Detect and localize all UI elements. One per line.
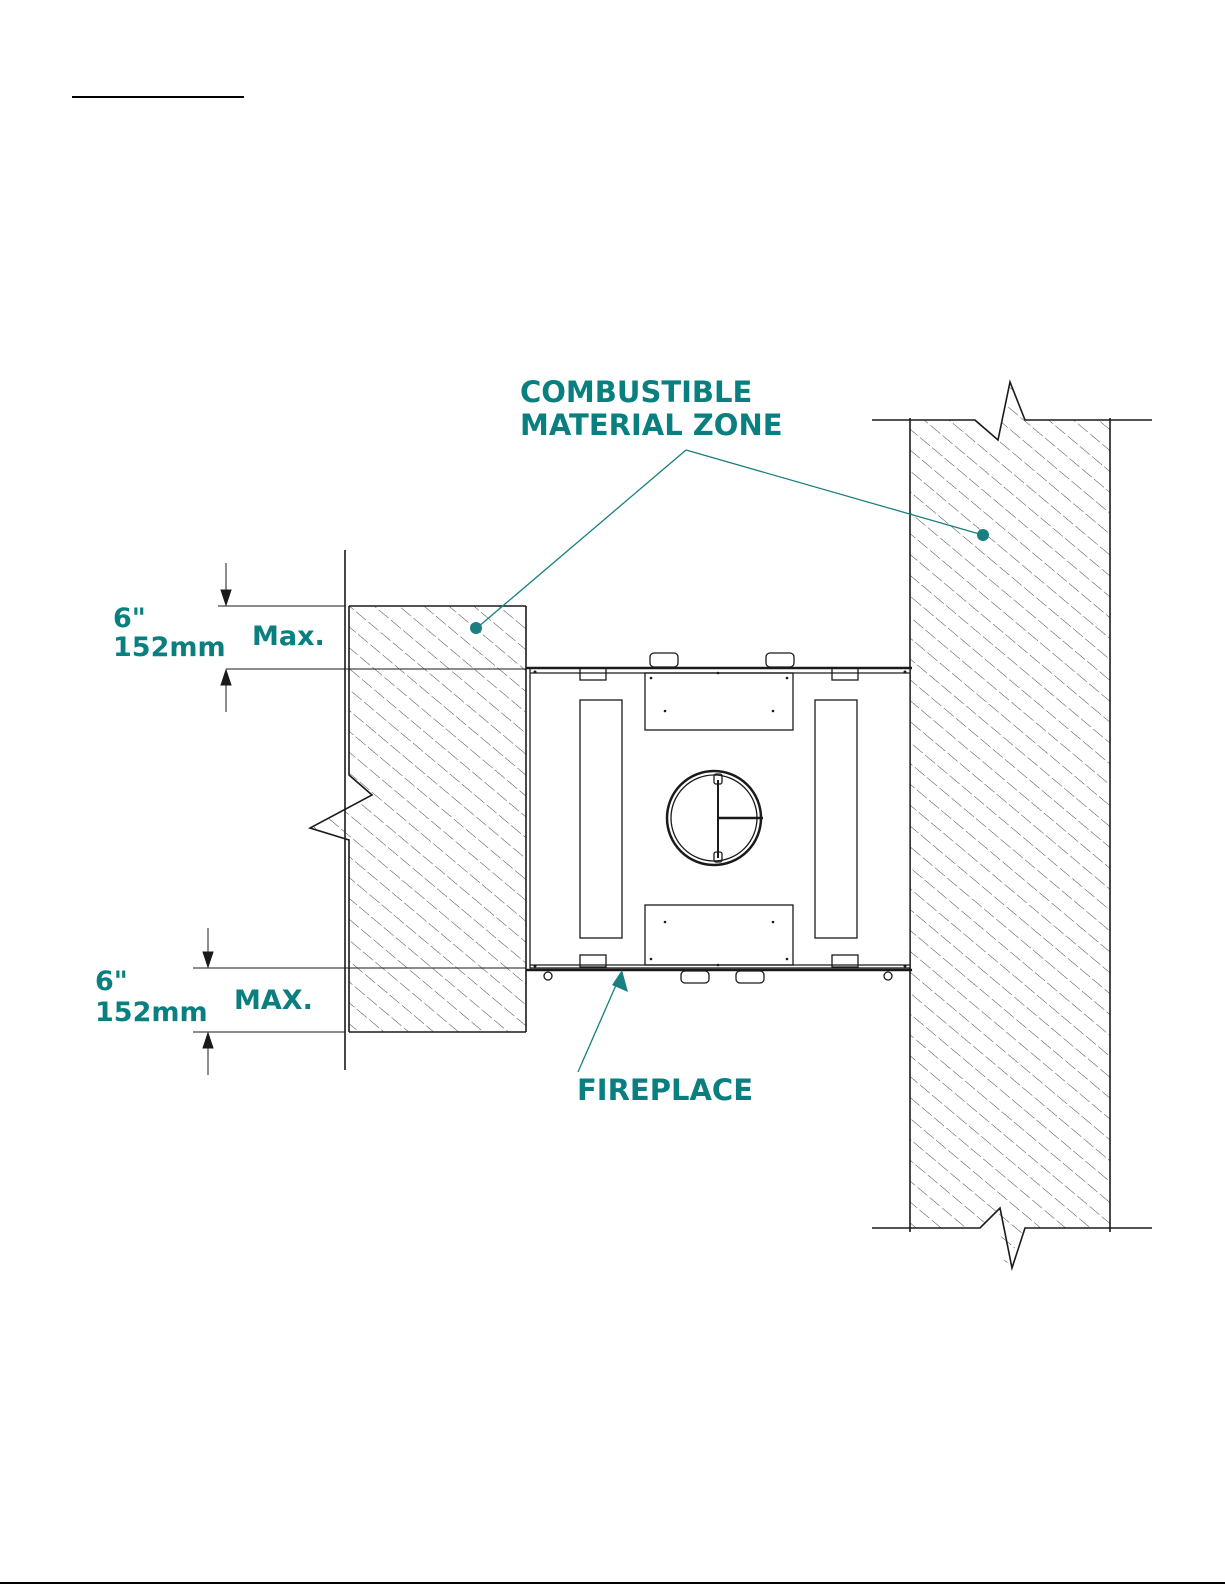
zone-label-line2: MATERIAL ZONE: [520, 408, 783, 442]
zone-leader-lines: [478, 450, 983, 627]
top-dim-inches: 6": [113, 603, 146, 634]
left-wall: [310, 550, 526, 1070]
bottom-dim-inches: 6": [95, 966, 128, 997]
zone-label-line1: COMBUSTIBLE: [520, 375, 752, 409]
bottom-dim-max: MAX.: [234, 985, 313, 1016]
fireplace-leader: [578, 970, 628, 1072]
zone-marker-left: [470, 622, 482, 634]
bottom-dim-mm: 152mm: [95, 997, 208, 1028]
top-dim-max: Max.: [252, 621, 325, 652]
fireplace-label: FIREPLACE: [577, 1073, 753, 1107]
top-dim-mm: 152mm: [113, 632, 226, 663]
fireplace-unit: [526, 653, 912, 983]
zone-marker-right: [977, 529, 989, 541]
